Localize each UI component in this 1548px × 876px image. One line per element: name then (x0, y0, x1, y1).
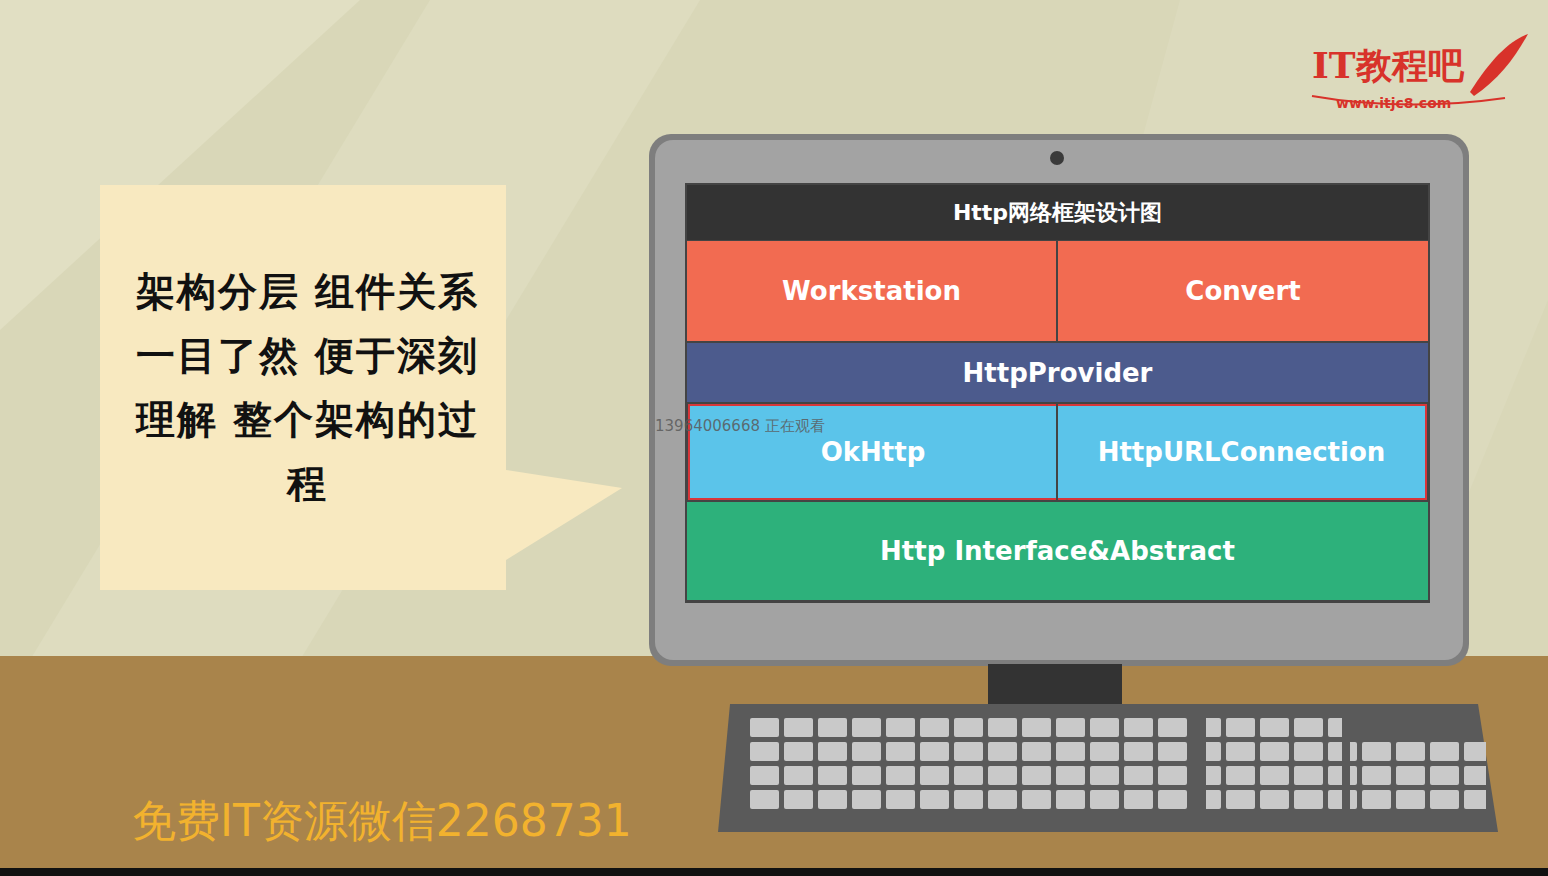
layer-band: Http Interface&Abstract (687, 502, 1428, 600)
promo-watermark: 免费IT资源微信2268731 (132, 792, 632, 851)
callout-text: 架构分层 组件关系 一目了然 便于深刻理解 整个架构的过程 (128, 260, 488, 516)
layer-box: HttpURLConnection (1058, 404, 1427, 500)
layer-box: Workstation (687, 241, 1056, 341)
title-band: Http网络框架设计图 (687, 185, 1428, 240)
layer-label: HttpURLConnection (1098, 437, 1386, 467)
layer-label: HttpProvider (963, 358, 1153, 388)
layer-label: Convert (1185, 276, 1300, 306)
viewer-watermark: 13964006668 正在观看 (655, 417, 825, 436)
layer-label: Workstation (782, 276, 961, 306)
logo-url: www.itjc8.com (1336, 95, 1451, 111)
layer-label: OkHttp (821, 437, 926, 467)
layer-label: Http Interface&Abstract (880, 536, 1235, 566)
layer-box: Convert (1058, 241, 1428, 341)
layer-band: HttpProvider (687, 343, 1428, 402)
layer-label: Http网络框架设计图 (953, 198, 1162, 228)
logo-text: IT教程吧 (1312, 42, 1464, 91)
speech-bubble: 架构分层 组件关系 一目了然 便于深刻理解 整个架构的过程 (120, 215, 495, 560)
